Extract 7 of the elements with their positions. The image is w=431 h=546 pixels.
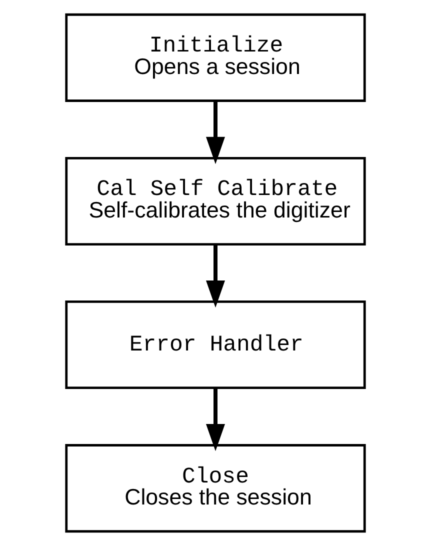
node-box: Close Closes the session [65,444,366,533]
node-box: Cal Self Calibrate Self-calibrates the digitizer [65,156,366,246]
arrow [206,388,225,452]
node-box: Initialize Opens a session [65,13,366,102]
arrow [206,101,225,164]
arrow [206,244,225,308]
node-box: Error Handler [65,300,366,390]
